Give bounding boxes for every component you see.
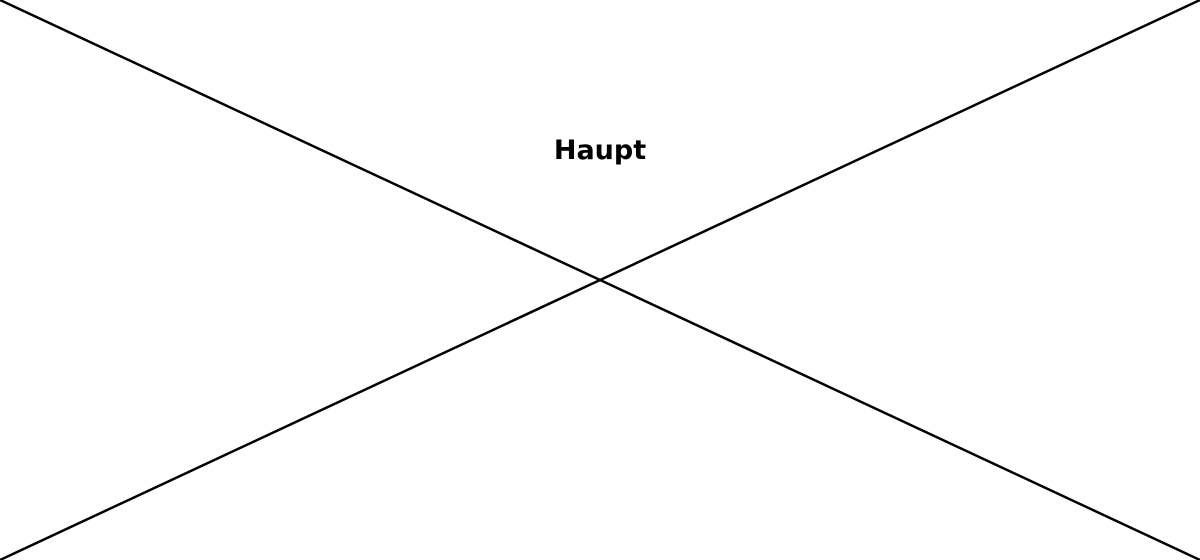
diagram-label: Haupt: [553, 135, 647, 166]
